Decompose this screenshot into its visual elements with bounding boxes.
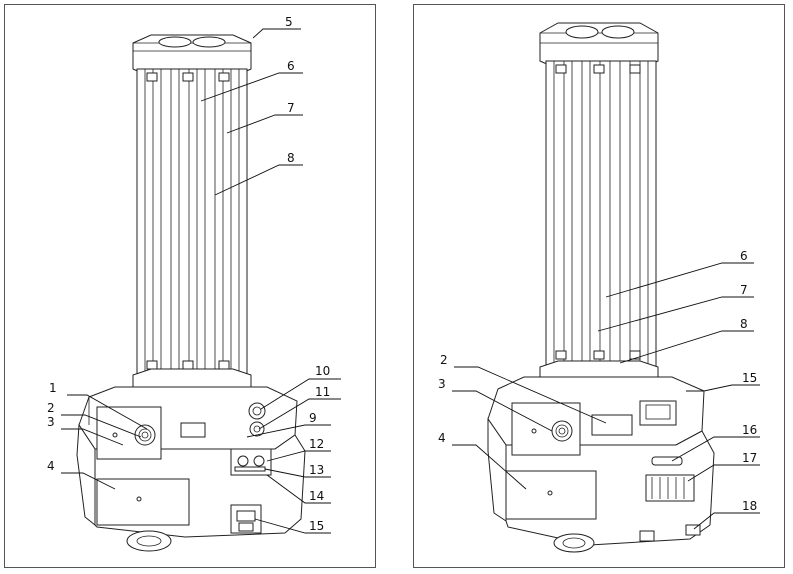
callout-16: 16 <box>742 423 757 437</box>
right-view-panel: 6 7 8 2 3 4 15 16 17 18 <box>413 4 785 568</box>
callout-1: 1 <box>49 381 57 395</box>
callout-17: 17 <box>742 451 757 465</box>
lamp-top-cap <box>539 22 659 70</box>
side-vent <box>645 474 695 502</box>
left-view-panel: 5 6 7 8 1 2 3 4 10 11 9 12 13 14 15 <box>4 4 376 568</box>
front-panel-lower <box>96 478 190 526</box>
callout-4: 4 <box>438 431 446 445</box>
uv-lamp-column <box>545 60 657 368</box>
callout-6: 6 <box>287 59 295 73</box>
callout-12: 12 <box>309 437 324 451</box>
callout-18: 18 <box>742 499 757 513</box>
callout-3: 3 <box>47 415 55 429</box>
indicator-window <box>180 422 206 438</box>
callout-10: 10 <box>315 364 330 378</box>
callout-15: 15 <box>309 519 324 533</box>
callout-4: 4 <box>47 459 55 473</box>
sensor-lower <box>249 421 265 437</box>
callout-labels-left: 5 6 7 8 1 2 3 4 10 11 9 12 13 14 15 <box>47 15 330 533</box>
wheel <box>126 530 172 552</box>
callout-leaders-right <box>452 262 760 530</box>
callout-3: 3 <box>438 377 446 391</box>
callout-2: 2 <box>440 353 448 367</box>
callout-15: 15 <box>742 371 757 385</box>
indicator-window <box>591 414 633 436</box>
uv-lamp-column <box>136 68 248 376</box>
right-robot-drawing: 6 7 8 2 3 4 15 16 17 18 <box>438 22 760 553</box>
lamp-top-cap <box>132 34 252 78</box>
left-robot-drawing: 5 6 7 8 1 2 3 4 10 11 9 12 13 14 15 <box>47 15 341 552</box>
wheel <box>553 533 595 553</box>
callout-8: 8 <box>287 151 295 165</box>
speaker-icon <box>551 420 573 442</box>
callout-11: 11 <box>315 385 330 399</box>
callout-14: 14 <box>309 489 324 503</box>
callout-2: 2 <box>47 401 55 415</box>
callout-9: 9 <box>309 411 317 425</box>
port-right <box>685 524 701 536</box>
callout-6: 6 <box>740 249 748 263</box>
handle <box>651 456 683 466</box>
callout-13: 13 <box>309 463 324 477</box>
callout-7: 7 <box>287 101 295 115</box>
robot-body <box>487 376 715 553</box>
callout-8: 8 <box>740 317 748 331</box>
callout-7: 7 <box>740 283 748 297</box>
callout-5: 5 <box>285 15 293 29</box>
sensor-upper <box>248 402 266 420</box>
port-left <box>639 530 655 542</box>
callout-labels-right: 6 7 8 2 3 4 15 16 17 18 <box>438 249 757 513</box>
callout-leaders-left <box>61 28 341 534</box>
robot-body <box>76 386 306 552</box>
